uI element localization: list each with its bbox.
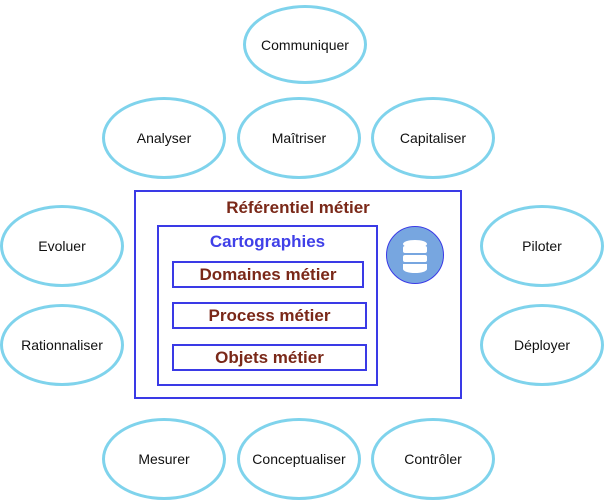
action-label: Rationnaliser: [21, 337, 103, 353]
action-mesurer: Mesurer: [102, 418, 226, 500]
action-analyser: Analyser: [102, 97, 226, 179]
action-label: Piloter: [522, 238, 562, 254]
action-label: Déployer: [513, 337, 571, 353]
action-piloter: Piloter: [480, 205, 604, 287]
action-label: Analyser: [136, 130, 192, 146]
action-label: Maîtriser: [271, 130, 327, 146]
cartographies-box: Cartographies: [157, 225, 378, 386]
action-conceptualiser: Conceptualiser: [237, 418, 361, 500]
item-label: Objets métier: [215, 347, 324, 367]
referentiel-box: Référentiel métier: [134, 190, 462, 399]
action-capitaliser: Capitaliser: [371, 97, 495, 179]
action-label: Conceptualiser: [252, 451, 346, 467]
item-label: Process métier: [208, 305, 331, 325]
action-controler: Contrôler: [371, 418, 495, 500]
cartographies-title: Cartographies: [209, 232, 326, 251]
database-icon: [386, 226, 444, 284]
action-communiquer: Communiquer: [243, 5, 367, 84]
item-domaines: Domaines métier: [172, 261, 364, 288]
item-objets: Objets métier: [172, 344, 367, 371]
item-label: Domaines métier: [199, 264, 337, 284]
action-evoluer: Evoluer: [0, 205, 124, 287]
action-label: Contrôler: [404, 451, 462, 467]
database-glyph: [403, 240, 427, 273]
action-label: Communiquer: [261, 36, 349, 53]
action-deployer: Déployer: [480, 304, 604, 386]
action-label: Mesurer: [138, 451, 190, 467]
action-label: Capitaliser: [399, 130, 467, 146]
action-rationnaliser: Rationnaliser: [0, 304, 124, 386]
referentiel-title: Référentiel métier: [226, 198, 370, 217]
action-maitriser: Maîtriser: [237, 97, 361, 179]
item-process: Process métier: [172, 302, 367, 329]
action-label: Evoluer: [38, 238, 86, 254]
